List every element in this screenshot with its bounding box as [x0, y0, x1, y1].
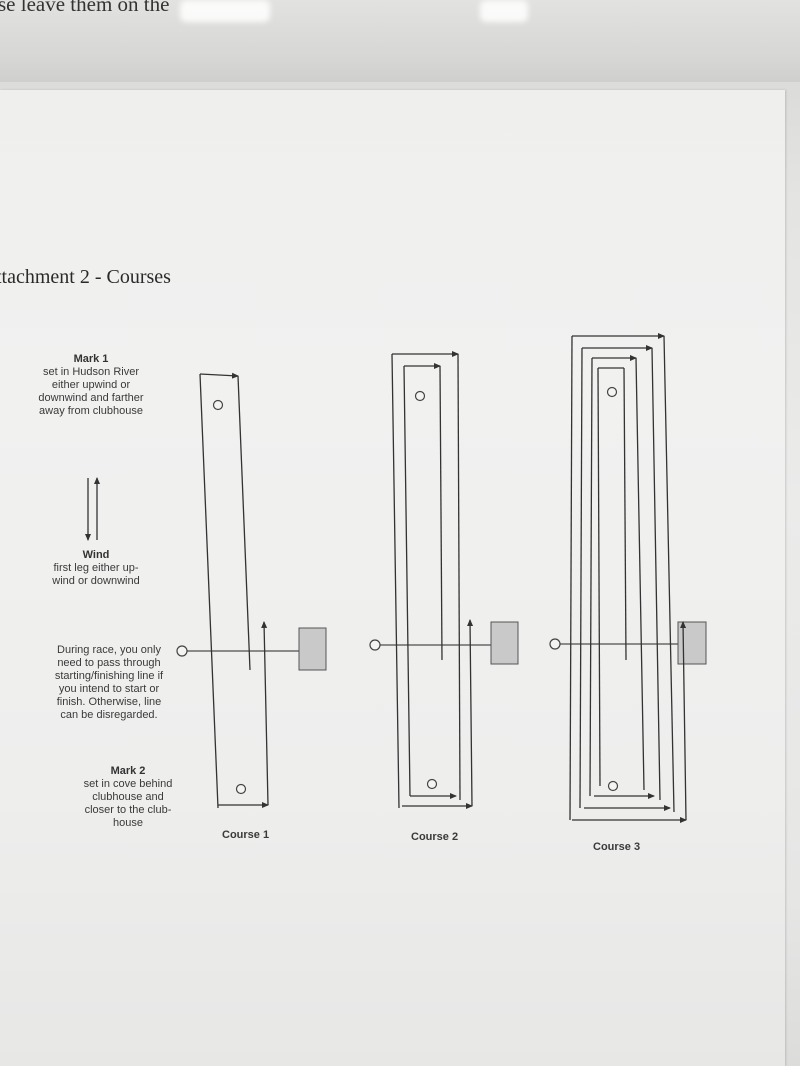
mark2-buoy — [607, 780, 619, 792]
previous-page-sheet: se leave them on the — [0, 0, 800, 82]
mark2-heading: Mark 2 — [110, 765, 146, 777]
course3-diagram — [549, 333, 707, 823]
mark2-buoy — [235, 783, 247, 795]
wind-line: first leg either up- — [53, 562, 139, 574]
mark1-label: Mark 1 set in Hudson River either upwind… — [28, 353, 154, 418]
mark2-label: Mark 2 set in cove behind clubhouse and … — [70, 765, 186, 830]
course3-label: Course 3 — [593, 841, 641, 853]
mark2-line: closer to the club- — [84, 804, 172, 816]
clubhouse-box — [490, 621, 519, 665]
course1-label: Course 1 — [222, 829, 270, 841]
clubhouse-box — [677, 621, 707, 665]
note-line: you intend to start or — [58, 683, 160, 695]
note-line: can be disregarded. — [60, 709, 158, 721]
wind-arrows-icon — [85, 477, 100, 541]
mark1-line: set in Hudson River — [43, 366, 139, 378]
light-glare — [180, 0, 270, 22]
note-line: starting/finishing line if — [54, 670, 164, 682]
note-line: need to pass through — [57, 657, 161, 669]
light-glare — [480, 0, 528, 22]
wind-line: wind or downwind — [52, 575, 140, 587]
start-finish-note: During race, you only need to pass throu… — [44, 644, 174, 722]
mark1-buoy — [414, 390, 426, 402]
mark1-buoy — [606, 386, 618, 398]
course1-diagram — [176, 372, 327, 809]
course2-diagram — [369, 351, 519, 809]
mark1-line: downwind and farther — [38, 392, 144, 404]
clubhouse-box — [298, 627, 327, 671]
document-page — [0, 90, 785, 1066]
pin-buoy — [549, 638, 561, 650]
mark2-line: clubhouse and — [92, 791, 164, 803]
attachment-title: ttachment 2 - Courses — [0, 266, 171, 288]
wind-label: Wind first leg either up- wind or downwi… — [40, 549, 152, 588]
note-line: finish. Otherwise, line — [56, 696, 162, 708]
mark1-heading: Mark 1 — [73, 353, 109, 365]
mark1-buoy — [212, 399, 224, 411]
wind-heading: Wind — [82, 549, 110, 561]
pin-buoy — [176, 645, 188, 657]
mark1-line: either upwind or — [51, 379, 131, 391]
pin-buoy — [369, 639, 381, 651]
mark1-line: away from clubhouse — [39, 405, 143, 417]
mark2-line: set in cove behind — [83, 778, 173, 790]
cut-off-page-text: se leave them on the — [0, 0, 170, 16]
mark2-buoy — [426, 778, 438, 790]
mark2-line: house — [113, 817, 143, 829]
note-line: During race, you only — [57, 644, 161, 656]
course2-label: Course 2 — [411, 831, 459, 843]
